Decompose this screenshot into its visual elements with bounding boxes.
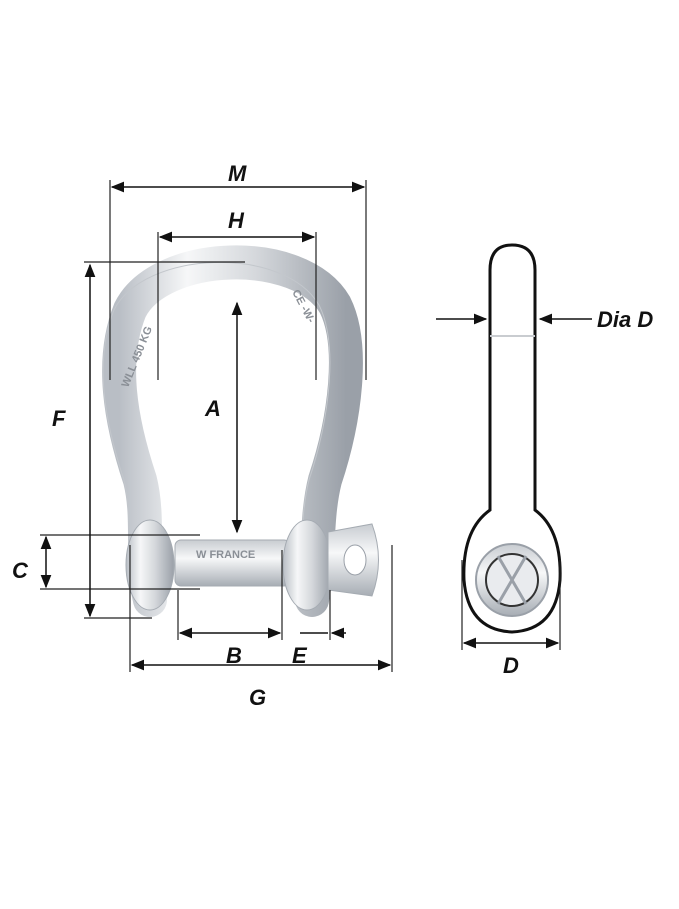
shackle-side-view (462, 243, 562, 634)
label-a: A (204, 396, 221, 421)
shackle-front-view: WLL 450 KG CE -W- W FRANCE (102, 245, 379, 617)
label-c: C (12, 558, 29, 583)
shackle-eye-left (125, 519, 175, 611)
label-h: H (228, 208, 245, 233)
label-b: B (226, 643, 242, 668)
shackle-pin (174, 539, 291, 587)
label-dia-d: Dia D (597, 307, 653, 332)
label-d: D (503, 653, 519, 678)
shackle-eye-right (282, 519, 332, 611)
extension-lines (40, 180, 561, 672)
dimension-arrows (40, 181, 592, 671)
label-f: F (52, 406, 66, 431)
label-e: E (292, 643, 308, 668)
label-m: M (228, 161, 247, 186)
label-g: G (249, 685, 266, 710)
engraving-pin: W FRANCE (196, 549, 255, 561)
